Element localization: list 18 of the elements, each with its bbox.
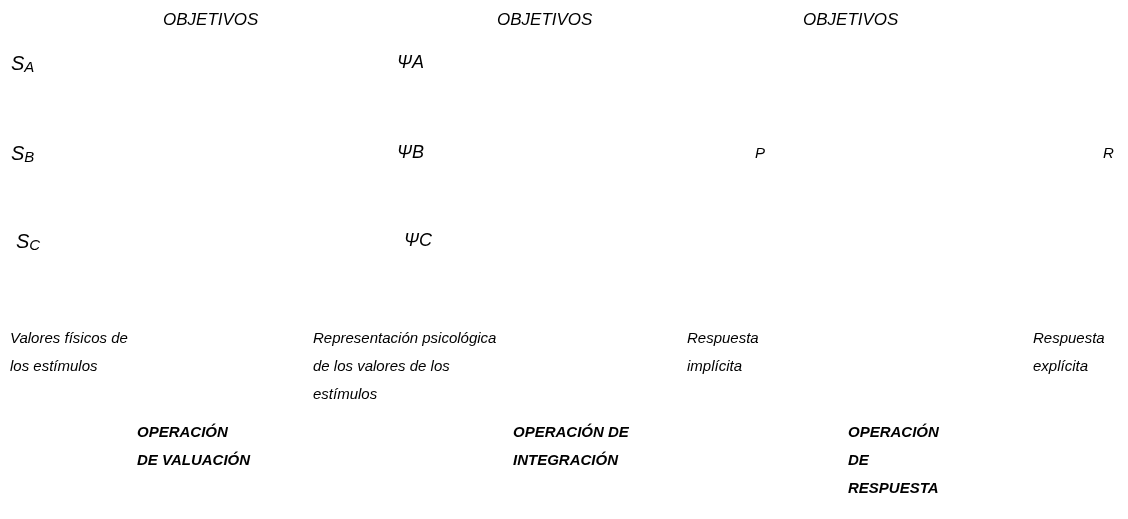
variable-label: P — [755, 144, 765, 161]
operation-label: OPERACIÓN DE RESPUESTA — [848, 422, 940, 498]
description-text: Representación psicológica de los valores de los estímulos — [313, 328, 498, 404]
description-text: Valores físicos de los estímulos — [10, 328, 129, 376]
variable-label: R — [1103, 144, 1114, 161]
psi-symbol: ΨB — [397, 142, 424, 163]
column-heading: OBJETIVOS — [163, 10, 259, 30]
column-heading: OBJETIVOS — [497, 10, 593, 30]
column-heading: OBJETIVOS — [803, 10, 899, 30]
psi-symbol: ΨC — [404, 230, 432, 251]
stimulus-symbol: S$_{A}$ — [11, 52, 35, 75]
operation-label: OPERACIÓN DE INTEGRACIÓN — [513, 422, 630, 470]
stimulus-symbol: S$_{C}$ — [16, 230, 41, 253]
stimulus-symbol: S$_{B}$ — [11, 142, 35, 165]
description-text: Respuesta implícita — [687, 328, 760, 376]
psi-symbol: ΨA — [397, 52, 424, 73]
operation-label: OPERACIÓN DE VALUACIÓN — [137, 422, 252, 470]
description-text: Respuesta explícita — [1033, 328, 1106, 376]
